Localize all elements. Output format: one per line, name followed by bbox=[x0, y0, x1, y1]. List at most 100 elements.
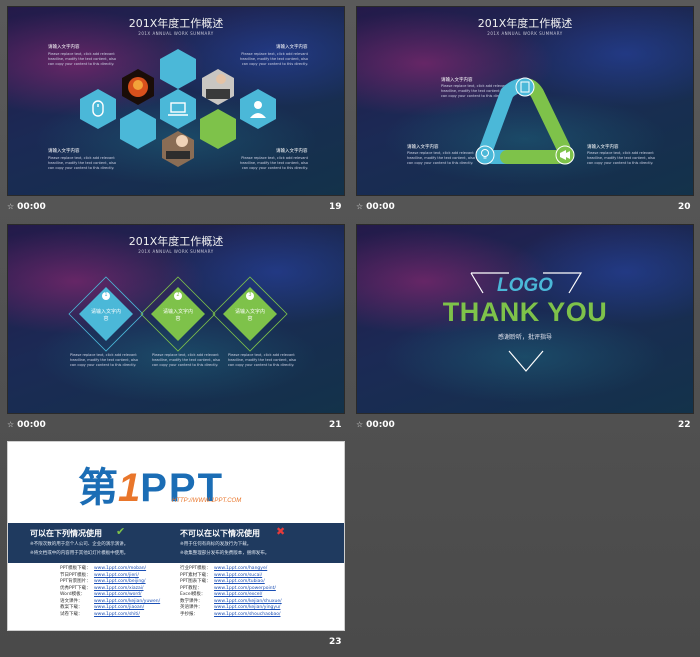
slide-thumbnail-21[interactable]: 201X年度工作概述 201X ANNUAL WORK SUMMARY 1 2 … bbox=[7, 224, 345, 414]
text-body: Please replace text, click add relevant … bbox=[240, 52, 308, 66]
step-marker: 3 bbox=[248, 292, 252, 298]
resource-link-row: PPT图表下载：www.1ppt.com/tubiao/ bbox=[180, 579, 320, 586]
user-icon bbox=[250, 101, 266, 118]
lightbulb-icon bbox=[481, 149, 489, 159]
thank-you-text: THANK YOU bbox=[442, 297, 608, 327]
resource-link[interactable]: www.1ppt.com/hangye/ bbox=[214, 566, 268, 571]
resource-link[interactable]: www.1ppt.com/beijing/ bbox=[94, 579, 146, 584]
text-heading: 请输入文字内容 bbox=[276, 149, 308, 154]
can-use-1: ※不限次数的用于您个人公司、企业的演示演讲。 bbox=[30, 542, 129, 547]
resource-link[interactable]: www.1ppt.com/kejian/shuxue/ bbox=[214, 598, 282, 604]
resource-link-row: 教案下载：www.1ppt.com/jiaoan/ bbox=[60, 605, 180, 612]
resource-link-label: Excel模板： bbox=[180, 592, 206, 597]
text-body: Please replace text, click add relevant … bbox=[48, 156, 116, 170]
resource-link-row: 行业PPT模板：www.1ppt.com/hangye/ bbox=[180, 566, 320, 573]
resource-link-label: PPT图表下载： bbox=[180, 579, 211, 584]
star-icon: ☆ bbox=[356, 420, 364, 429]
slide-background bbox=[357, 225, 693, 413]
resource-link-row: 手抄报：www.1ppt.com/shouchaobao/ bbox=[180, 612, 320, 619]
resource-link-label: PPT背景图片： bbox=[60, 579, 91, 584]
resource-link-row: PPT素材下载：www.1ppt.com/sucai/ bbox=[180, 573, 320, 580]
triangle-frame bbox=[470, 272, 583, 372]
slide-title: 201X年度工作概述 bbox=[128, 235, 224, 248]
resource-link-label: 语文课件： bbox=[60, 598, 83, 604]
timing-value: 00:00 bbox=[366, 202, 395, 212]
mouse-icon bbox=[92, 100, 104, 117]
text-heading: 请输入文字内容 bbox=[48, 45, 80, 50]
resource-link[interactable]: www.1ppt.com/tubiao/ bbox=[214, 579, 265, 584]
resource-link[interactable]: www.1ppt.com/excel/ bbox=[214, 592, 263, 597]
resource-link[interactable]: www.1ppt.com/shouchaobao/ bbox=[214, 611, 281, 617]
resource-link[interactable]: www.1ppt.com/shiti/ bbox=[94, 611, 140, 617]
slide-thumbnail-23[interactable]: 第1PPT HTTP://WWW.1PPT.COM 可以在下列情况使用 ✔ ※不… bbox=[7, 441, 345, 631]
slide-thumbnail-20[interactable]: 201X年度工作概述 201X ANNUAL WORK SUMMARY 请输入文… bbox=[356, 6, 694, 196]
text-body: Please replace text, click add relevant … bbox=[407, 151, 475, 165]
usage-banner: 可以在下列情况使用 ✔ ※不限次数的用于您个人公司、企业的演示演讲。 ※将文档或… bbox=[8, 523, 344, 563]
slide-thumbnail-19[interactable]: 201X年度工作概述 201X ANNUAL WORK SUMMARY 请输入文… bbox=[7, 6, 345, 196]
document-icon bbox=[520, 81, 530, 93]
resource-link-label: PPT模板下载： bbox=[60, 566, 91, 571]
slide-subtitle: 201X ANNUAL WORK SUMMARY bbox=[487, 31, 563, 36]
text-heading: 请输入文字内容 bbox=[441, 78, 473, 83]
timing-value: 00:00 bbox=[17, 202, 46, 212]
megaphone-icon bbox=[560, 150, 570, 160]
check-icon: ✔ bbox=[116, 525, 126, 538]
resource-link[interactable]: www.1ppt.com/powerpoint/ bbox=[214, 585, 276, 591]
resource-link[interactable]: www.1ppt.com/xiazai/ bbox=[94, 585, 144, 591]
brand-char: 第 bbox=[78, 466, 118, 510]
resource-link[interactable]: www.1ppt.com/jieri/ bbox=[94, 572, 139, 578]
cannot-use-1: ※用于任何有商标的发放行为下载。 bbox=[180, 542, 252, 547]
resource-link-row: PPT背景图片：www.1ppt.com/beijing/ bbox=[60, 579, 180, 586]
resource-link-row: 试卷下载： www.1ppt.com/shiti/ bbox=[60, 612, 180, 619]
resource-link-row: PPT教程： www.1ppt.com/powerpoint/ bbox=[180, 586, 320, 593]
brand-url: HTTP://WWW.1PPT.COM bbox=[172, 498, 242, 504]
text-body: Please replace text, click add relevant … bbox=[441, 84, 509, 98]
text-body: Please replace text, click add relevant … bbox=[228, 353, 296, 367]
slide-number-21: 21 bbox=[329, 420, 342, 430]
resource-link-row: 数学课件： www.1ppt.com/kejian/shuxue/ bbox=[180, 599, 320, 606]
slide-timing-20: ☆00:00 bbox=[356, 202, 395, 212]
resource-link[interactable]: www.1ppt.com/kejian/yingyu/ bbox=[214, 605, 281, 610]
resource-link-label: 优秀PPT下载： bbox=[60, 585, 91, 591]
resource-link-label: 行业PPT模板： bbox=[180, 566, 211, 571]
star-icon: ☆ bbox=[7, 420, 15, 429]
resource-link[interactable]: www.1ppt.com/word/ bbox=[94, 592, 142, 597]
resource-links-right: 行业PPT模板：www.1ppt.com/hangye/PPT素材下载：www.… bbox=[180, 566, 320, 618]
slide-title: 201X年度工作概述 bbox=[477, 17, 573, 30]
slide-timing-21: ☆00:00 bbox=[7, 420, 46, 430]
resource-link-label: 英语课件： bbox=[180, 605, 203, 610]
resource-link-row: 英语课件： www.1ppt.com/kejian/yingyu/ bbox=[180, 605, 320, 612]
text-body: Please replace text, click add relevant … bbox=[240, 156, 308, 170]
cannot-use-2: ※收集整理部分发布的免费版本，捆绑发布。 bbox=[180, 551, 270, 556]
resource-link[interactable]: www.1ppt.com/moban/ bbox=[94, 566, 147, 571]
resource-link-row: PPT模板下载：www.1ppt.com/moban/ bbox=[60, 566, 180, 573]
thank-you-caption: 感谢聆听，批评指导 bbox=[497, 334, 552, 341]
diamond-steps bbox=[68, 276, 288, 352]
timing-value: 00:00 bbox=[17, 420, 46, 430]
resource-link-label: 数学课件： bbox=[180, 598, 203, 604]
resource-link[interactable]: www.1ppt.com/kejian/yuwen/ bbox=[94, 598, 161, 604]
slide-timing-19: ☆00:00 bbox=[7, 202, 46, 212]
slide-thumbnail-22[interactable]: LOGO THANK YOU 感谢聆听，批评指导 bbox=[356, 224, 694, 414]
brand-logo: 第1PPT bbox=[78, 468, 224, 508]
resource-link[interactable]: www.1ppt.com/sucai/ bbox=[214, 572, 263, 578]
star-icon: ☆ bbox=[7, 202, 15, 211]
slide-subtitle: 201X ANNUAL WORK SUMMARY bbox=[138, 249, 214, 254]
slide-number-22: 22 bbox=[678, 420, 691, 430]
diamond-label: 请输入文字内容 bbox=[90, 309, 121, 322]
brand-digit: 1 bbox=[118, 466, 141, 510]
resource-link-row: 语文课件： www.1ppt.com/kejian/yuwen/ bbox=[60, 599, 180, 606]
resource-link[interactable]: www.1ppt.com/jiaoan/ bbox=[94, 605, 145, 610]
text-body: Please replace text, click add relevant … bbox=[587, 151, 655, 165]
logo-text: LOGO bbox=[497, 275, 553, 296]
slide-number-23: 23 bbox=[329, 637, 342, 647]
resource-link-row: 节日PPT模板：www.1ppt.com/jieri/ bbox=[60, 573, 180, 580]
resource-link-label: 试卷下载： bbox=[60, 611, 83, 617]
star-icon: ☆ bbox=[356, 202, 364, 211]
resource-link-label: PPT教程： bbox=[180, 585, 202, 591]
can-use-2: ※将文档或中的内容用于其他幻灯片模板中使用。 bbox=[30, 551, 129, 556]
diamond-label: 请输入文字内容 bbox=[162, 309, 193, 322]
text-heading: 请输入文字内容 bbox=[407, 145, 439, 150]
text-heading: 请输入文字内容 bbox=[48, 149, 80, 154]
